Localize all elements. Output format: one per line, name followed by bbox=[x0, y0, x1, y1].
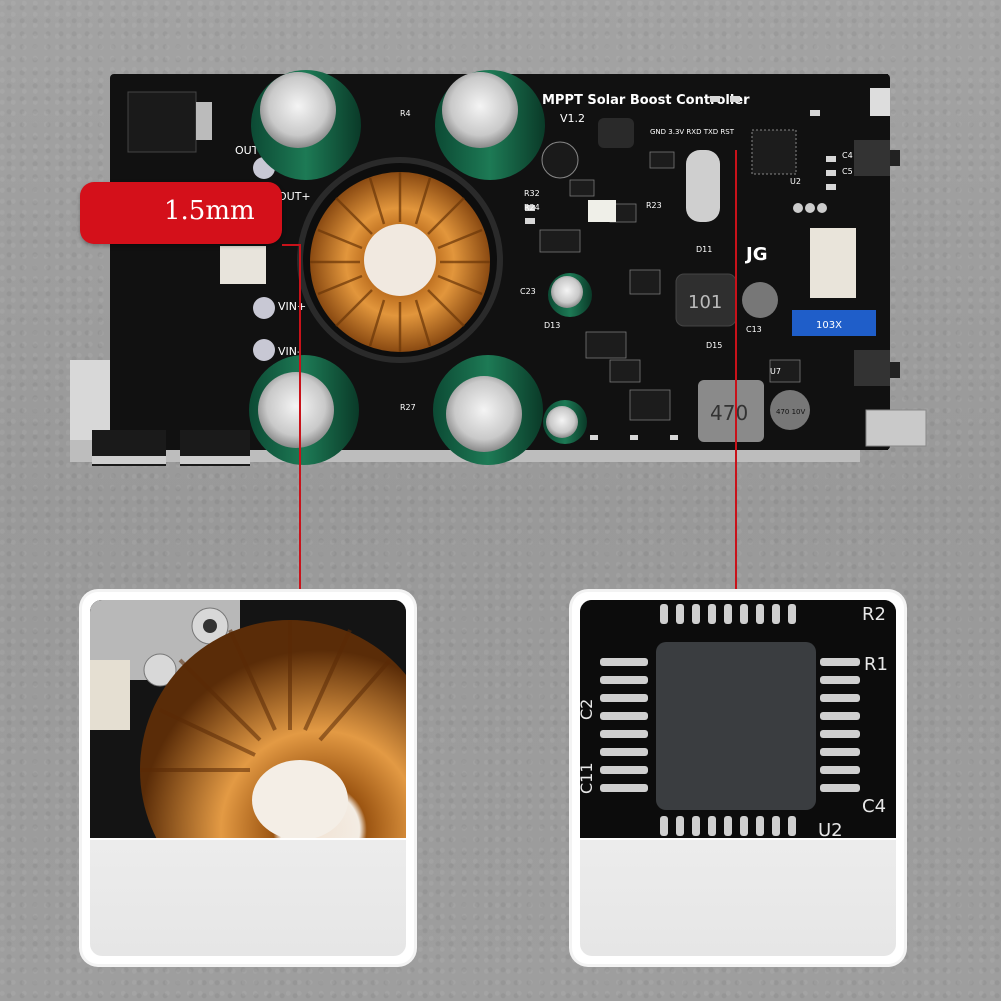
ref-d13: D13 bbox=[544, 321, 560, 330]
ref-c23: C23 bbox=[520, 287, 536, 296]
mcu-ref-c11: C11 bbox=[580, 762, 596, 794]
leader-line-left bbox=[299, 244, 301, 700]
ref-r23: R23 bbox=[646, 201, 662, 210]
ref-u2: U2 bbox=[790, 177, 801, 186]
pcb-board: OUT- OUT+ VIN+ VIN- bbox=[70, 70, 930, 470]
ref-c5: C5 bbox=[842, 167, 853, 176]
ref-d15: D15 bbox=[706, 341, 722, 350]
terminal-label-out-plus: OUT+ bbox=[278, 190, 311, 203]
terminal-label-vin-plus: VIN+ bbox=[278, 300, 306, 313]
leader-line-right bbox=[735, 150, 737, 696]
leader-line-left-horizontal bbox=[282, 244, 300, 246]
zoom-card-caption-area bbox=[580, 840, 896, 956]
mcu-ref-r2: R2 bbox=[862, 604, 886, 625]
pot-code: 103X bbox=[816, 320, 842, 331]
board-title: MPPT Solar Boost Controller bbox=[542, 93, 750, 108]
zoom-card-caption-area bbox=[90, 840, 406, 956]
mcu-ref-r1: R1 bbox=[864, 654, 888, 675]
ref-c4: C4 bbox=[842, 151, 853, 160]
mcu-ref-c2: C2 bbox=[580, 699, 596, 720]
ref-d11: D11 bbox=[696, 245, 712, 254]
inductor-code-470: 470 bbox=[710, 401, 748, 425]
zoom-card-inductor bbox=[82, 592, 414, 964]
zoom-card-mcu: R2 R1 C2 C11 C4 U2 bbox=[572, 592, 904, 964]
ref-r32: R32 bbox=[524, 189, 540, 198]
board-version: V1.2 bbox=[560, 112, 585, 125]
inductor-closeup-photo bbox=[90, 600, 406, 838]
ref-r27: R27 bbox=[400, 403, 416, 412]
terminal-label-vin-minus: VIN- bbox=[278, 345, 301, 358]
header-pin-labels: GND 3.3V RXD TXD RST bbox=[650, 128, 735, 136]
measurement-callout: 1.5mm bbox=[80, 182, 282, 244]
inductor-code-101: 101 bbox=[688, 292, 722, 313]
mcu-ref-c4: C4 bbox=[862, 796, 886, 817]
brand-label: JG bbox=[744, 244, 767, 265]
mcu-ref-u2: U2 bbox=[818, 820, 843, 838]
cap-rating: 470 10V bbox=[776, 408, 805, 416]
ref-r24: R24 bbox=[524, 203, 540, 212]
terminal-label-out-minus: OUT- bbox=[235, 144, 261, 157]
mcu-closeup-photo: R2 R1 C2 C11 C4 U2 bbox=[580, 600, 896, 838]
measurement-label: 1.5mm bbox=[164, 196, 255, 226]
ref-r4: R4 bbox=[400, 109, 411, 118]
ref-u7: U7 bbox=[770, 367, 781, 376]
ref-c13: C13 bbox=[746, 325, 762, 334]
